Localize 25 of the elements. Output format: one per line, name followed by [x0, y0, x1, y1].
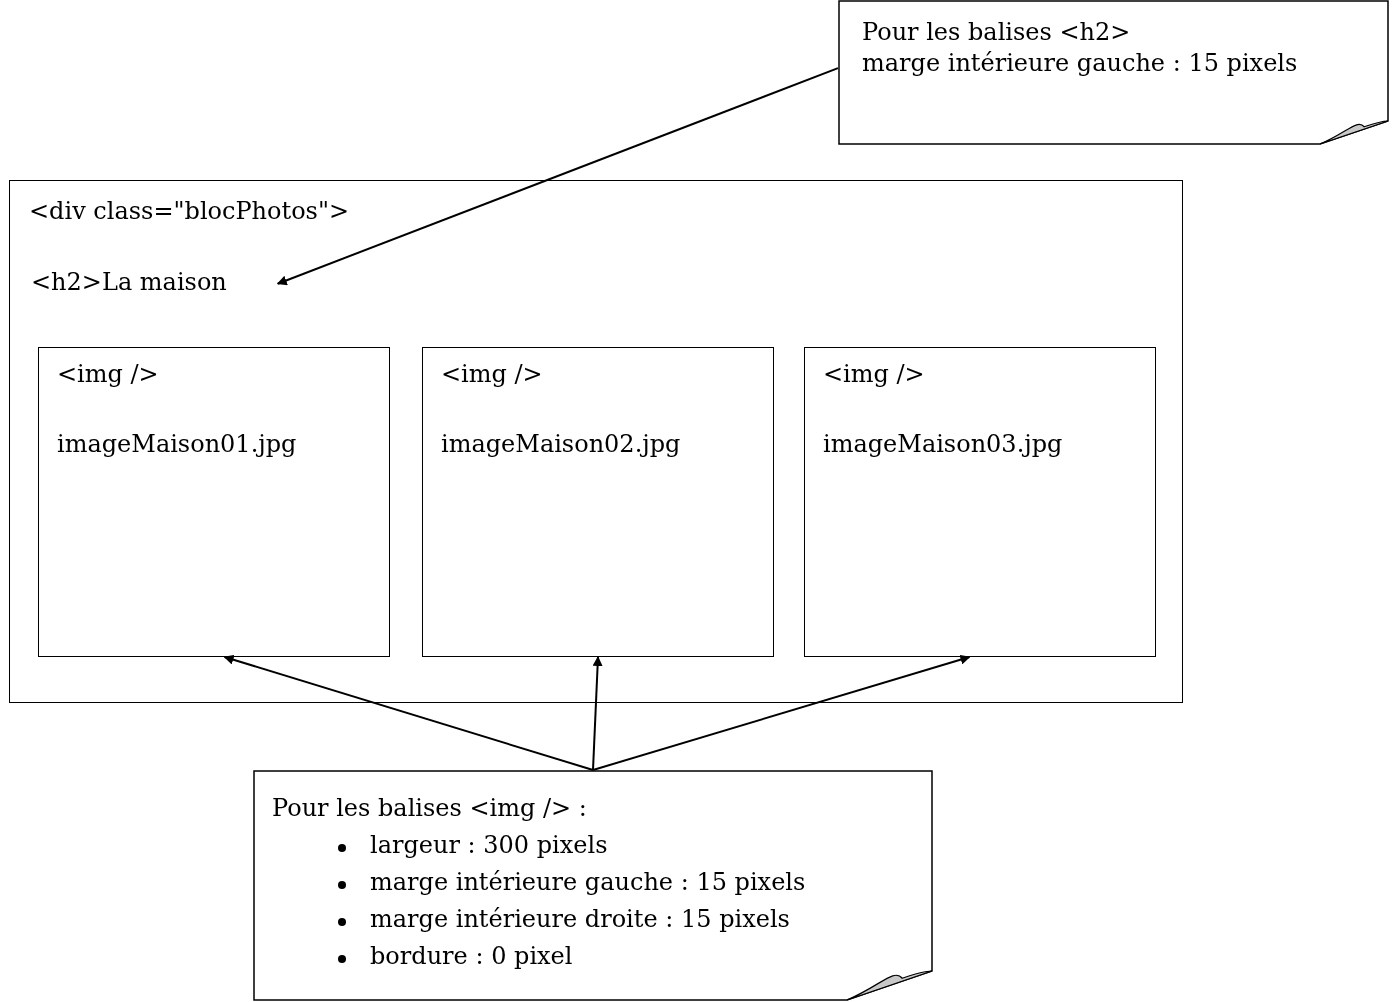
note-text: marge intérieure gauche : 15 pixels: [862, 49, 1298, 78]
image-box: [804, 347, 1156, 657]
note-card: [838, 0, 1389, 145]
note-heading: Pour les balises <img /> :: [272, 794, 587, 823]
file-name: imageMaison01.jpg: [57, 430, 297, 459]
image-box: [422, 347, 774, 657]
code-label: <img />: [57, 360, 159, 389]
note-heading: Pour les balises <h2>: [862, 18, 1131, 47]
heading-text: <h2>La maison: [31, 265, 266, 299]
list-item-text: marge intérieure droite : 15 pixels: [370, 905, 790, 933]
note-card: [253, 770, 933, 1001]
code-label: <img />: [441, 360, 543, 389]
list-item-text: largeur : 300 pixels: [370, 831, 608, 859]
file-name: imageMaison02.jpg: [441, 430, 681, 459]
arrow: [276, 67, 839, 286]
arrow: [592, 656, 603, 771]
image-box: [38, 347, 390, 657]
code-label: <img />: [823, 360, 925, 389]
arrow: [592, 654, 971, 771]
list-item-text: bordure : 0 pixel: [370, 942, 573, 970]
container-box: [9, 180, 1183, 703]
file-name: imageMaison03.jpg: [823, 430, 1063, 459]
arrow: [223, 654, 594, 771]
code-label: <div class="blocPhotos">: [29, 197, 350, 226]
list-item-text: marge intérieure gauche : 15 pixels: [370, 868, 806, 896]
